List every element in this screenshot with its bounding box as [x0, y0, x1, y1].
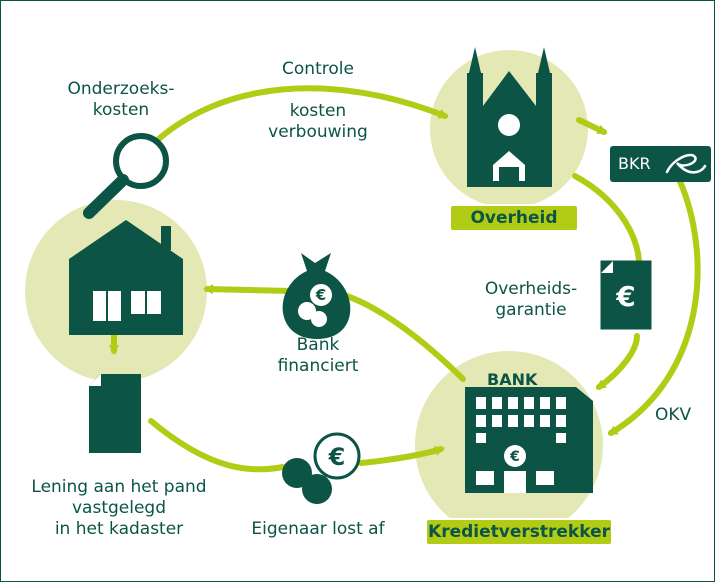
label-onderzoekskosten-line1: Onderzoeks- — [67, 79, 175, 99]
kredietverstrekker-label: Kredietverstrekker — [425, 518, 613, 546]
money-bag-euro-icon — [282, 253, 351, 339]
label-kosten-verbouwing-line2: verbouwing — [268, 122, 368, 142]
euro-document-fold — [601, 261, 613, 273]
arrow-overheid-to-garantie — [572, 173, 643, 272]
label-lening-line2: vastgelegd — [71, 498, 166, 518]
arrow-okv — [607, 176, 701, 436]
signature-icon — [665, 153, 707, 174]
label-overheidsgarantie: Overheids- garantie — [471, 279, 591, 321]
label-overheidsgarantie-line2: garantie — [495, 300, 567, 320]
arrow-garantie-to-bank — [595, 333, 640, 390]
bank-sign: BANK — [487, 370, 538, 389]
label-lening-line1: Lening aan het pand — [31, 477, 207, 497]
bkr-label: BKR — [618, 154, 651, 173]
arrow-contract-to-coins — [148, 418, 286, 473]
church-window — [498, 114, 520, 136]
contract-document-icon — [89, 374, 141, 453]
euro-symbol-bag: € — [315, 286, 326, 304]
label-okv: OKV — [655, 405, 692, 425]
arrow-bkr — [576, 117, 608, 135]
euro-coins-icon — [282, 432, 361, 504]
arrow-controle — [150, 85, 449, 147]
label-onderzoekskosten-line2: kosten — [92, 100, 150, 120]
label-bank-financiert: Bank financiert — [263, 335, 373, 377]
label-lening: Lening aan het pand vastgelegd in het ka… — [9, 477, 229, 540]
euro-symbol-document: € — [615, 280, 635, 313]
arrow-coins-to-bank — [358, 446, 445, 466]
label-onderzoekskosten: Onderzoeks- kosten — [59, 79, 183, 121]
euro-symbol-bank: € — [509, 449, 520, 465]
church-door-inner — [499, 167, 519, 181]
label-bank-financiert-line1: Bank — [296, 335, 340, 355]
label-eigenaar-lost-af: Eigenaar lost af — [251, 519, 385, 539]
bank-building-icon — [465, 387, 593, 493]
overheid-label: Overheid — [449, 204, 579, 232]
label-bank-financiert-line2: financiert — [277, 356, 359, 376]
magnifying-glass-icon — [83, 133, 169, 219]
label-controle: Controle — [282, 59, 354, 79]
label-lening-line3: in het kadaster — [54, 519, 184, 539]
arrow-bag-to-house — [203, 284, 294, 295]
label-kosten-verbouwing: kosten verbouwing — [263, 101, 373, 143]
label-overheidsgarantie-line1: Overheids- — [484, 279, 578, 299]
house-icon — [69, 220, 183, 335]
label-kosten-verbouwing-line1: kosten — [289, 101, 347, 121]
euro-symbol-coin: € — [328, 443, 346, 471]
